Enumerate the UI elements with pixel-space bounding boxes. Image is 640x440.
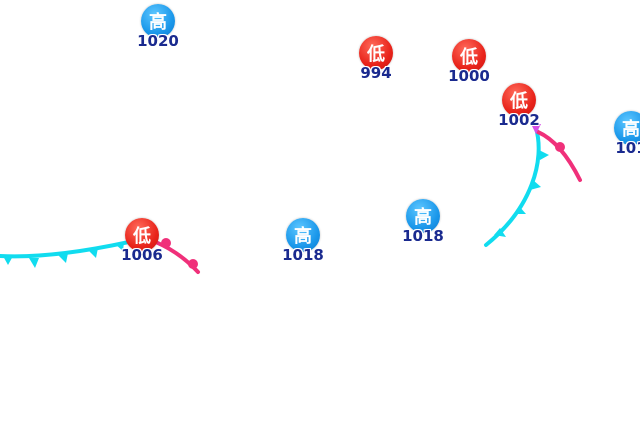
pressure-value: 101 xyxy=(615,139,640,157)
high-pressure-center: 高 1018 xyxy=(282,218,324,276)
cold-front-triangle xyxy=(115,242,124,251)
cold-front-triangle xyxy=(29,258,39,268)
pressure-value: 994 xyxy=(360,64,392,82)
warm-front-bump xyxy=(161,238,171,248)
front-junction-marker xyxy=(531,124,541,134)
pressure-value: 1018 xyxy=(402,227,444,245)
low-pressure-symbol: 低 xyxy=(452,39,486,73)
low-pressure-symbol: 低 xyxy=(502,83,536,117)
cold-front-right xyxy=(484,126,549,247)
cold-front-triangle xyxy=(514,206,526,214)
low-pressure-symbol: 低 xyxy=(125,218,159,252)
high-pressure-center: 高 101 xyxy=(611,111,640,169)
low-pressure-center: 低 1002 xyxy=(498,83,540,141)
pressure-value: 1002 xyxy=(498,111,540,129)
low-pressure-center: 低 1000 xyxy=(448,39,490,97)
cold-front-triangle xyxy=(88,248,98,258)
cold-front-triangle xyxy=(494,228,506,237)
low-pressure-center: 低 994 xyxy=(356,36,396,94)
pressure-value: 1018 xyxy=(282,246,324,264)
high-pressure-center: 高 1020 xyxy=(137,4,179,62)
low-pressure-center: 低 1006 xyxy=(121,218,163,276)
high-pressure-symbol: 高 xyxy=(286,218,320,252)
cold-front-left xyxy=(0,238,140,268)
warm-front-bump xyxy=(188,259,198,269)
cold-front-triangle xyxy=(3,256,13,265)
warm-front-bump xyxy=(555,142,565,152)
cold-front-triangle xyxy=(58,253,68,263)
high-pressure-symbol: 高 xyxy=(141,4,175,38)
pressure-value: 1020 xyxy=(137,32,179,50)
high-pressure-symbol: 高 xyxy=(406,199,440,233)
warm-front-right xyxy=(531,124,582,182)
cold-front-triangle xyxy=(530,180,541,190)
low-pressure-symbol: 低 xyxy=(359,36,393,70)
high-pressure-symbol: 高 xyxy=(614,111,640,145)
pressure-value: 1006 xyxy=(121,246,163,264)
high-pressure-center: 高 1018 xyxy=(402,199,444,257)
pressure-value: 1000 xyxy=(448,67,490,85)
cold-front-triangle xyxy=(539,150,549,160)
cold-front-right-line xyxy=(484,126,541,247)
